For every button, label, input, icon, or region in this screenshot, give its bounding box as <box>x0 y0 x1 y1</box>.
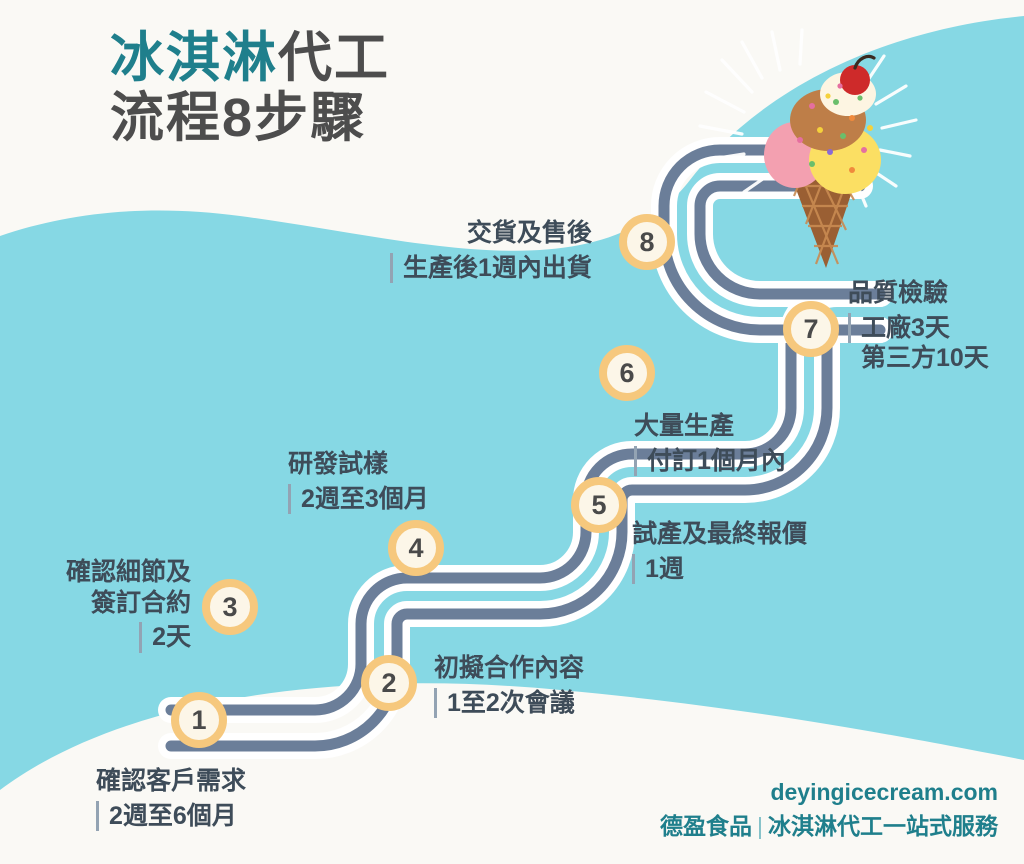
step-duration: 2天 <box>139 622 191 653</box>
step-duration: 工廠3天 <box>848 312 989 343</box>
page-title: 冰淇淋代工 流程8步驟 <box>110 28 530 149</box>
step-badge-6[interactable]: 6 <box>599 345 655 401</box>
separator: | <box>757 812 763 839</box>
step-title: 試產及最終報價 <box>632 520 808 548</box>
title-line-1: 冰淇淋代工 <box>110 28 530 88</box>
step-duration: 1至2次會議 <box>434 687 584 718</box>
website-url[interactable]: deyingicecream.com <box>770 779 998 806</box>
step-title: 交貨及售後 <box>466 219 592 247</box>
step-badge-4[interactable]: 4 <box>388 520 444 576</box>
title-accent: 冰淇淋 <box>110 28 278 88</box>
step-title: 品質檢驗 <box>848 279 949 307</box>
step-label-7: 品質檢驗工廠3天第三方10天 <box>848 278 989 374</box>
step-duration: 生產後1週內出貨 <box>390 252 592 283</box>
footer-panel <box>0 683 1024 864</box>
ice-cream-icon <box>698 28 918 268</box>
header-panel <box>0 0 1024 251</box>
step-duration: 2週至3個月 <box>288 483 429 514</box>
step-badge-5[interactable]: 5 <box>571 477 627 533</box>
step-duration: 1週 <box>632 553 807 584</box>
brand-tagline: 德盈食品|冰淇淋代工一站式服務 <box>660 811 998 842</box>
title-line-2: 流程8步驟 <box>110 88 367 149</box>
step-label-2: 初擬合作內容 1至2次會議 <box>434 653 584 718</box>
step-title: 初擬合作內容 <box>434 654 585 682</box>
step-label-3: 確認細節及簽訂合約 2天 <box>66 557 191 653</box>
step-badge-8[interactable]: 8 <box>619 214 675 270</box>
step-title: 大量生產 <box>634 412 735 440</box>
step-badge-7[interactable]: 7 <box>783 301 839 357</box>
step-badge-1[interactable]: 1 <box>171 692 227 748</box>
step-label-4: 研發試樣 2週至3個月 <box>288 449 429 514</box>
step-duration: 付訂1個月內 <box>634 445 786 476</box>
step-badge-2[interactable]: 2 <box>361 655 417 711</box>
step-title: 確認客戶需求 <box>96 767 247 795</box>
step-title-line2: 簽訂合約 <box>91 588 192 617</box>
title-rest: 代工 <box>278 28 390 88</box>
step-label-8: 交貨及售後生產後1週內出貨 <box>390 218 592 283</box>
step-label-6: 大量生產付訂1個月內 <box>634 411 786 476</box>
step-duration: 2週至6個月 <box>96 800 246 831</box>
step-title: 確認細節及 <box>66 558 192 586</box>
step-badge-3[interactable]: 3 <box>202 579 258 635</box>
step-title: 研發試樣 <box>288 450 389 478</box>
footer: deyingicecream.com 德盈食品|冰淇淋代工一站式服務 <box>660 778 998 842</box>
step-duration: 第三方10天 <box>861 344 989 372</box>
brand-name: 德盈食品 <box>660 812 753 839</box>
step-label-5: 試產及最終報價 1週 <box>632 519 807 584</box>
tagline: 冰淇淋代工一站式服務 <box>768 812 998 839</box>
step-label-1: 確認客戶需求 2週至6個月 <box>96 766 246 831</box>
